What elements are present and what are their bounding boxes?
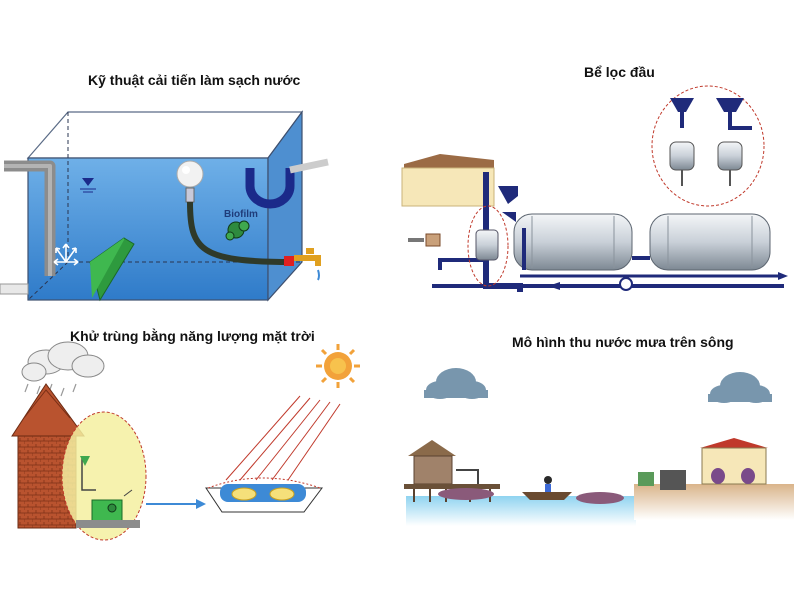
house-wall (401, 167, 495, 207)
water-level-marker-icon (82, 178, 94, 186)
small-filter-vessel (475, 229, 499, 261)
outlet-hose (187, 201, 293, 265)
shore-house-roof (700, 438, 768, 448)
roof-lines (23, 389, 71, 419)
return-arrow-icon (548, 282, 560, 290)
title-rain-river: Mô hình thu nước mưa trên sông (512, 334, 734, 350)
float-ball (176, 160, 204, 188)
sun-icon (316, 344, 360, 388)
storage-tank-2 (649, 213, 771, 271)
boatman-head (544, 476, 552, 484)
cloud-right-icon (708, 372, 772, 403)
inlet-pipe-highlight (4, 164, 52, 276)
tank-water-side (267, 110, 303, 302)
biofilm-cluster-icon (225, 220, 250, 241)
stilt-house-wall (413, 455, 453, 485)
faucet-icon (284, 248, 321, 281)
boat (522, 492, 572, 500)
detail-filter-left (669, 98, 695, 186)
floating-tank-right (576, 492, 624, 504)
title-water-tank: Kỹ thuật cải tiến làm sạch nước (88, 72, 301, 88)
cloud-left-icon (424, 368, 488, 399)
tank-top-outline (26, 111, 304, 159)
flow-arrow-icon (778, 272, 788, 280)
process-arrow-icon (196, 499, 206, 509)
tank-2-bands (667, 216, 753, 268)
boatman-body (545, 484, 551, 492)
float-connector (185, 187, 195, 203)
river-bank (634, 484, 794, 520)
water-container (91, 499, 123, 523)
tap-branch-pipe (438, 258, 486, 270)
highlight-ellipse (61, 411, 147, 541)
bush (638, 472, 654, 486)
water-level-lines (80, 188, 96, 193)
ground-tank (660, 470, 686, 490)
pump-icon (619, 277, 633, 291)
title-pre-filter: Bể lọc đầu (584, 64, 655, 80)
detail-callout-circle (651, 85, 765, 207)
filter-highlight-circle (467, 205, 509, 287)
base-slab (76, 520, 140, 528)
sun-rays (225, 395, 341, 481)
jar-2 (741, 468, 755, 484)
pointer-line (123, 489, 133, 497)
biofilm-label: Biofilm (224, 209, 258, 220)
float-ball-shine (182, 166, 190, 174)
jar-1 (711, 468, 725, 484)
dispersion-arrows-icon (53, 243, 79, 266)
tank-1-bands (531, 216, 615, 268)
bottle-2 (269, 487, 295, 501)
stilt-gutter (456, 469, 479, 484)
inflow-arrow-2-icon (502, 212, 516, 222)
solar-diagram (11, 341, 360, 541)
title-solar: Khử trùng bằng năng lượng mặt trời (70, 328, 315, 344)
pre-filter-diagram (401, 85, 788, 292)
bacteria-icon (107, 503, 117, 513)
green-baffle-face (90, 238, 124, 298)
gutter-pipe (81, 456, 96, 491)
bottle-1 (231, 487, 257, 501)
stilt-house-roof (408, 440, 456, 456)
control-box (425, 233, 441, 247)
overflow-outlet (289, 158, 329, 174)
u-trap-pipe (245, 168, 295, 209)
heat-zone (207, 477, 321, 489)
rain-cloud-icon (21, 341, 105, 397)
storage-tank-1 (513, 213, 633, 271)
rain-river-diagram (404, 368, 794, 526)
detail-filter-right (716, 98, 752, 186)
funnel-icon (80, 456, 90, 466)
water-tank-diagram: Biofilm (0, 110, 329, 302)
inflow-arrow-icon (498, 186, 518, 204)
drain-pipe (0, 283, 29, 295)
roof (404, 154, 494, 168)
stilt-platform (404, 484, 500, 489)
floating-tank-left (438, 488, 494, 500)
